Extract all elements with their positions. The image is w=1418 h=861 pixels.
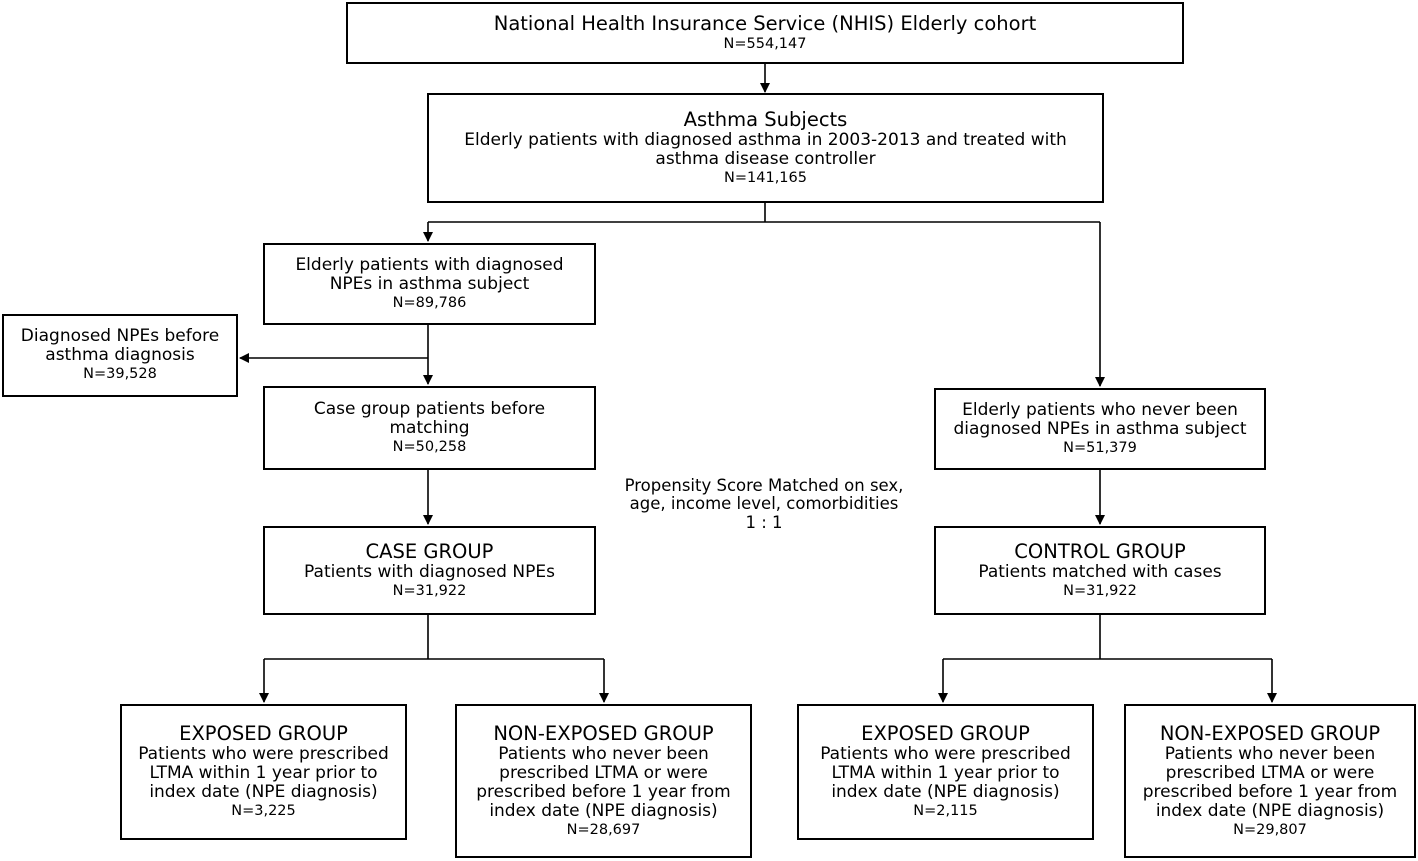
control-nonexposed-desc-3: prescribed before 1 year from: [1142, 781, 1398, 802]
matching-note-line-3: 1 : 1: [745, 512, 783, 532]
control-exposed-title: EXPOSED GROUP: [861, 722, 1030, 746]
control-nonexposed-title: NON-EXPOSED GROUP: [1159, 721, 1381, 745]
case-exposed-desc-1: Patients who were prescribed: [138, 744, 389, 765]
case-nonexposed-desc-1: Patients who never been: [498, 743, 709, 764]
asthma-n: N=141,165: [724, 169, 807, 186]
cohort-title: National Health Insurance Service (NHIS)…: [493, 12, 1037, 36]
npe-desc-1: Elderly patients with diagnosed: [295, 254, 564, 275]
control-nonexposed-desc-1: Patients who never been: [1164, 743, 1376, 764]
case-exposed-box: EXPOSED GROUP Patients who were prescrib…: [120, 704, 407, 840]
npe-n: N=89,786: [392, 294, 467, 311]
case-group-title: CASE GROUP: [365, 540, 494, 563]
case-group-desc: Patients with diagnosed NPEs: [304, 561, 555, 582]
case-group-box: CASE GROUP Patients with diagnosed NPEs …: [263, 526, 596, 615]
control-nonexposed-box: NON-EXPOSED GROUP Patients who never bee…: [1124, 704, 1416, 858]
case-before-matching-box: Case group patients before matching N=50…: [263, 386, 596, 470]
case-nonexposed-desc-4: index date (NPE diagnosis): [489, 800, 718, 821]
cohort-n: N=554,147: [723, 35, 807, 52]
matching-note-line-2: age, income level, comorbidities: [629, 494, 899, 514]
asthma-box: Asthma Subjects Elderly patients with di…: [427, 93, 1104, 203]
case-group-n: N=31,922: [392, 582, 467, 599]
never-diagnosed-box: Elderly patients who never been diagnose…: [934, 388, 1266, 470]
npe-desc-2: NPEs in asthma subject: [329, 273, 530, 294]
before-diagnosis-box: Diagnosed NPEs before asthma diagnosis N…: [2, 314, 238, 397]
control-group-desc: Patients matched with cases: [978, 561, 1222, 582]
control-nonexposed-desc-2: prescribed LTMA or were: [1165, 762, 1375, 783]
asthma-desc-2: asthma disease controller: [655, 148, 876, 169]
case-exposed-title: EXPOSED GROUP: [179, 722, 348, 746]
before-n: N=39,528: [83, 366, 157, 383]
control-nonexposed-n: N=29,807: [1233, 821, 1307, 838]
connector-control-split: [943, 614, 1272, 660]
control-exposed-desc-3: index date (NPE diagnosis): [831, 782, 1060, 803]
control-exposed-n: N=2,115: [913, 803, 978, 820]
before-desc-1: Diagnosed NPEs before: [20, 326, 220, 347]
control-nonexposed-desc-4: index date (NPE diagnosis): [1155, 800, 1385, 821]
control-exposed-box: EXPOSED GROUP Patients who were prescrib…: [797, 704, 1094, 840]
never-desc-2: diagnosed NPEs in asthma subject: [953, 418, 1247, 439]
case-exposed-desc-2: LTMA within 1 year prior to: [149, 763, 378, 784]
never-desc-1: Elderly patients who never been: [962, 399, 1238, 420]
control-group-title: CONTROL GROUP: [1014, 540, 1186, 563]
matching-note: Propensity Score Matched on sex, age, in…: [598, 476, 930, 532]
cohort-box: National Health Insurance Service (NHIS)…: [346, 2, 1184, 64]
matching-note-line-1: Propensity Score Matched on sex,: [624, 476, 904, 495]
case-exposed-desc-3: index date (NPE diagnosis): [149, 782, 378, 803]
case-nonexposed-box: NON-EXPOSED GROUP Patients who never bee…: [455, 704, 752, 858]
case-exposed-n: N=3,225: [231, 803, 296, 820]
case-before-desc-1: Case group patients before: [313, 398, 546, 419]
case-nonexposed-title: NON-EXPOSED GROUP: [493, 721, 714, 745]
control-exposed-desc-1: Patients who were prescribed: [820, 744, 1071, 765]
before-desc-2: asthma diagnosis: [45, 345, 195, 366]
case-nonexposed-desc-3: prescribed before 1 year from: [476, 781, 731, 802]
connector-asthma-split: [428, 202, 1100, 223]
case-before-desc-2: matching: [389, 417, 470, 438]
case-nonexposed-n: N=28,697: [566, 821, 641, 838]
npe-box: Elderly patients with diagnosed NPEs in …: [263, 243, 596, 325]
control-group-n: N=31,922: [1063, 582, 1137, 599]
case-before-n: N=50,258: [392, 438, 467, 455]
asthma-title: Asthma Subjects: [683, 107, 848, 131]
never-n: N=51,379: [1063, 439, 1137, 456]
connector-case-split: [264, 614, 604, 660]
control-exposed-desc-2: LTMA within 1 year prior to: [831, 763, 1060, 784]
asthma-desc-1: Elderly patients with diagnosed asthma i…: [464, 129, 1067, 150]
case-nonexposed-desc-2: prescribed LTMA or were: [499, 762, 708, 783]
control-group-box: CONTROL GROUP Patients matched with case…: [934, 526, 1266, 615]
